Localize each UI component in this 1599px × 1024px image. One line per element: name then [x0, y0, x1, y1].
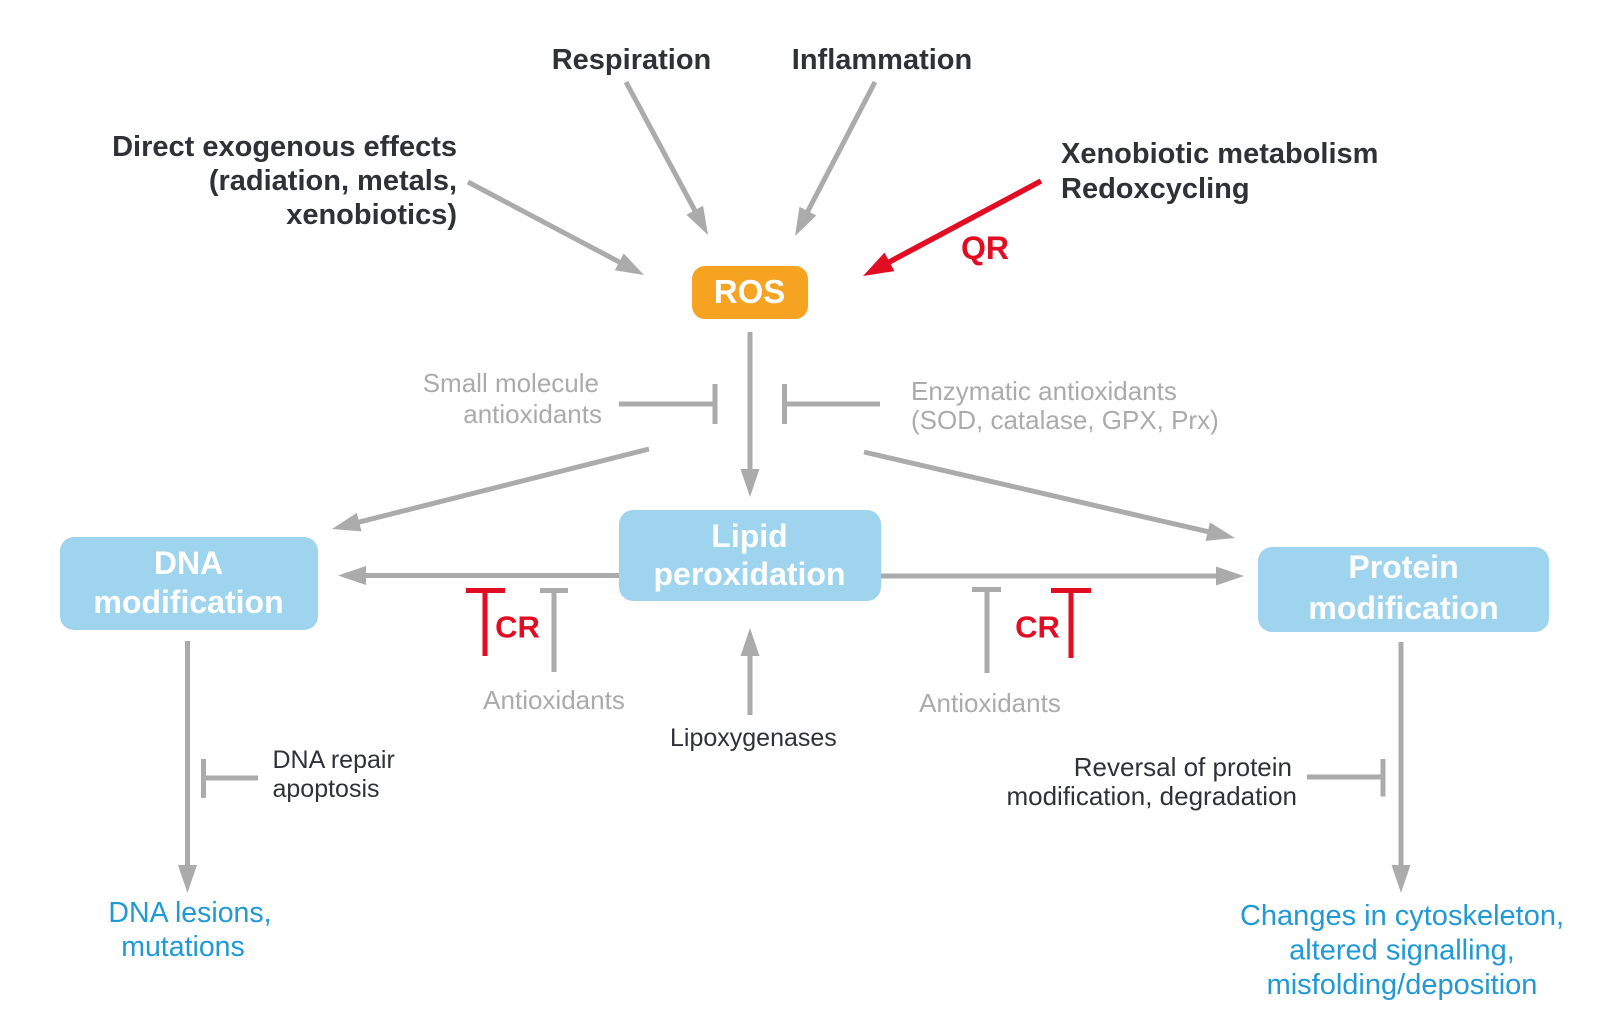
svg-text:Antioxidants: Antioxidants: [483, 685, 625, 715]
svg-text:DNA lesions,: DNA lesions,: [108, 897, 271, 929]
svg-text:CR: CR: [495, 610, 540, 645]
svg-text:Lipoxygenases: Lipoxygenases: [670, 724, 837, 752]
svg-text:apoptosis: apoptosis: [273, 775, 380, 803]
svg-text:Small molecule: Small molecule: [423, 368, 599, 398]
svg-text:DNA: DNA: [154, 545, 223, 581]
svg-text:Changes in cytoskeleton,: Changes in cytoskeleton,: [1240, 900, 1564, 932]
svg-text:xenobiotics): xenobiotics): [286, 199, 457, 231]
svg-text:Redoxcycling: Redoxcycling: [1061, 173, 1250, 205]
svg-text:DNA repair: DNA repair: [273, 746, 395, 774]
svg-text:Inflammation: Inflammation: [792, 44, 972, 76]
svg-text:Xenobiotic metabolism: Xenobiotic metabolism: [1061, 138, 1378, 170]
svg-text:Respiration: Respiration: [552, 44, 712, 76]
svg-text:modification: modification: [93, 584, 283, 620]
svg-text:antioxidants: antioxidants: [463, 399, 602, 429]
svg-text:Enzymatic antioxidants: Enzymatic antioxidants: [911, 376, 1177, 406]
svg-text:Lipid: Lipid: [711, 518, 787, 554]
svg-text:CR: CR: [1015, 610, 1060, 645]
svg-text:(radiation, metals,: (radiation, metals,: [209, 165, 457, 197]
svg-text:QR: QR: [961, 230, 1009, 266]
svg-text:Reversal of protein: Reversal of protein: [1074, 752, 1292, 782]
svg-text:Direct exogenous effects: Direct exogenous effects: [112, 131, 457, 163]
svg-text:Protein: Protein: [1348, 549, 1458, 585]
svg-text:mutations: mutations: [121, 931, 245, 963]
svg-text:(SOD, catalase, GPX, Prx): (SOD, catalase, GPX, Prx): [911, 405, 1219, 435]
svg-text:altered signalling,: altered signalling,: [1289, 935, 1515, 967]
svg-text:modification, degradation: modification, degradation: [1006, 781, 1297, 811]
svg-text:ROS: ROS: [714, 273, 786, 310]
svg-text:misfolding/deposition: misfolding/deposition: [1267, 969, 1538, 1001]
svg-text:Antioxidants: Antioxidants: [919, 688, 1061, 718]
svg-text:peroxidation: peroxidation: [653, 556, 845, 592]
svg-text:modification: modification: [1308, 590, 1498, 626]
